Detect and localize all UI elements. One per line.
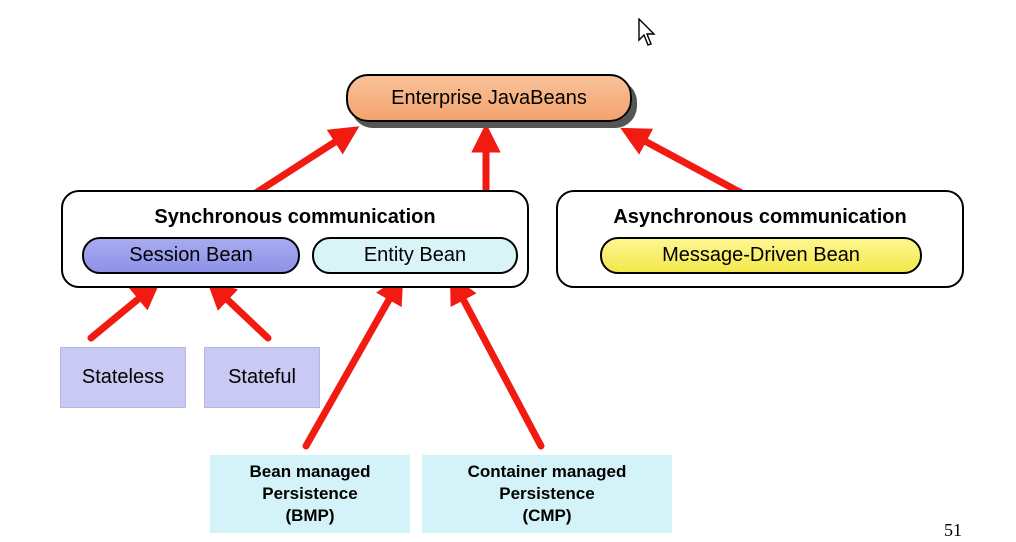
bmp-line-3: (BMP) (285, 506, 335, 525)
entity-bean-label: Entity Bean (363, 244, 467, 266)
bmp-line-1: Bean managed (249, 462, 371, 481)
entity-bean-node: Entity Bean (312, 237, 518, 274)
arrow-bmp-to-entity-bean (302, 274, 404, 450)
cmp-line-3: (CMP) (522, 506, 572, 525)
asynchronous-communication-title: Asynchronous communication (613, 206, 907, 228)
cmp-line-2: Persistence (499, 484, 595, 503)
bean-managed-persistence-node: Bean managed Persistence (BMP) (210, 455, 410, 533)
page-number: 51 (944, 520, 962, 540)
message-driven-bean-label: Message-Driven Bean (662, 244, 860, 266)
enterprise-javabeans-node: Enterprise JavaBeans (346, 74, 632, 122)
session-bean-label: Session Bean (129, 244, 253, 266)
stateful-node: Stateful (204, 347, 320, 408)
enterprise-javabeans-label: Enterprise JavaBeans (391, 86, 587, 109)
message-driven-bean-node: Message-Driven Bean (600, 237, 922, 274)
session-bean-node: Session Bean (82, 237, 300, 274)
stateless-node: Stateless (60, 347, 186, 408)
arrow-stateful-to-session-bean (206, 279, 272, 342)
arrow-stateless-to-session-bean (87, 280, 161, 342)
container-managed-persistence-node: Container managed Persistence (CMP) (422, 455, 672, 533)
bmp-line-2: Persistence (262, 484, 358, 503)
mouse-pointer-icon (638, 18, 656, 46)
stateful-label: Stateful (228, 366, 296, 388)
stateless-label: Stateless (81, 366, 165, 388)
arrow-cmp-to-entity-bean (449, 274, 545, 450)
cmp-line-1: Container managed (467, 462, 627, 481)
synchronous-communication-title: Synchronous communication (154, 206, 436, 228)
